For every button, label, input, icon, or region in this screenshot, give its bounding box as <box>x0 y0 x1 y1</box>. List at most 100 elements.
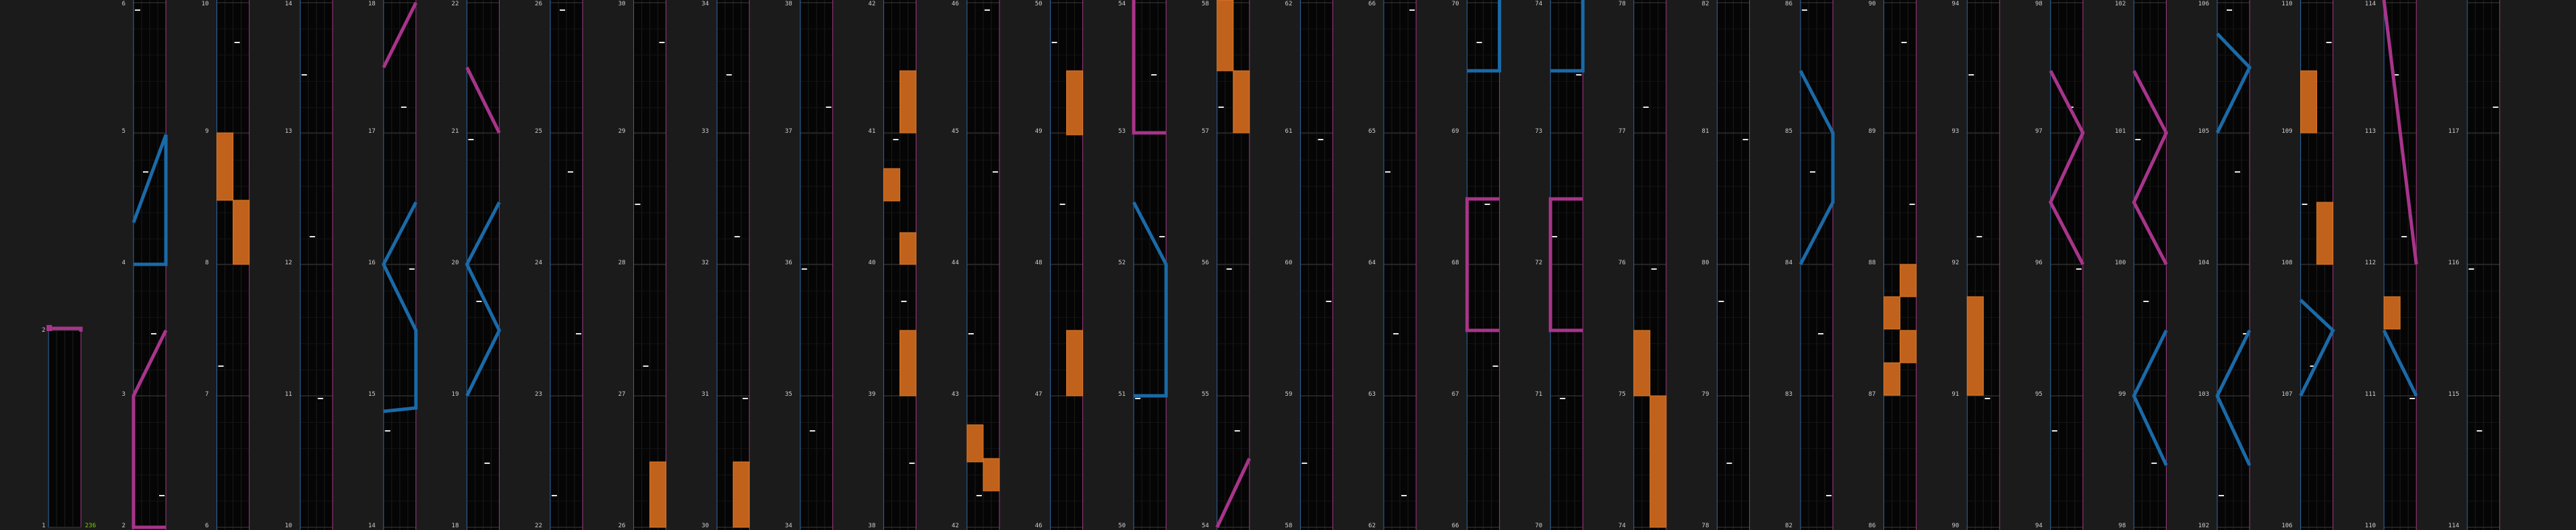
hold-block[interactable] <box>983 458 1000 492</box>
hold-path[interactable] <box>1548 197 1583 332</box>
tap-note[interactable] <box>1651 268 1657 270</box>
tap-note[interactable] <box>401 107 407 108</box>
tap-note[interactable] <box>1718 301 1724 302</box>
tap-note[interactable] <box>726 74 732 76</box>
tap-note[interactable] <box>2235 171 2240 173</box>
tap-note[interactable] <box>1985 398 1991 399</box>
tap-note[interactable] <box>1059 204 1065 205</box>
tap-note[interactable] <box>742 398 749 399</box>
tap-note[interactable] <box>901 301 907 302</box>
tap-note[interactable] <box>1818 333 1823 334</box>
hold-path[interactable] <box>2215 32 2252 134</box>
tap-note[interactable] <box>1318 139 1324 140</box>
tap-note[interactable] <box>218 365 224 367</box>
tap-note[interactable] <box>2468 268 2474 270</box>
hold-block[interactable] <box>1633 330 1651 396</box>
hold-path[interactable] <box>1465 197 1500 332</box>
hold-path[interactable] <box>2215 329 2252 467</box>
hold-block[interactable] <box>899 232 916 265</box>
hold-block[interactable] <box>649 461 667 528</box>
column-1[interactable]: 2 1 236 <box>42 325 96 529</box>
hold-block[interactable] <box>966 424 984 463</box>
tap-note[interactable] <box>2076 268 2082 270</box>
tap-note[interactable] <box>1385 171 1391 173</box>
tap-note[interactable] <box>1726 463 1732 464</box>
hold-path[interactable] <box>1550 0 1585 73</box>
hold-path[interactable] <box>381 201 418 413</box>
tap-note[interactable] <box>151 333 156 334</box>
tap-note[interactable] <box>1151 74 1157 76</box>
tap-note[interactable] <box>1476 42 1482 43</box>
tap-note[interactable] <box>1643 107 1649 108</box>
tap-note[interactable] <box>1234 430 1240 432</box>
tap-note[interactable] <box>409 268 415 270</box>
hold-block[interactable] <box>1883 296 1901 330</box>
tap-note[interactable] <box>476 301 482 302</box>
tap-note[interactable] <box>976 495 982 496</box>
tap-note[interactable] <box>2051 430 2057 432</box>
hold-path[interactable] <box>2382 329 2418 397</box>
tap-note[interactable] <box>1218 107 1224 108</box>
hold-block[interactable] <box>233 200 250 265</box>
tap-note[interactable] <box>1968 74 1974 76</box>
tap-note[interactable] <box>1560 398 1566 399</box>
tap-note[interactable] <box>1226 268 1232 270</box>
tap-note[interactable] <box>310 236 316 237</box>
hold-path[interactable] <box>2132 329 2168 467</box>
tap-note[interactable] <box>2143 301 2149 302</box>
tap-note[interactable] <box>968 333 974 334</box>
hold-path[interactable] <box>131 329 168 529</box>
tap-note[interactable] <box>2326 42 2332 43</box>
tap-note[interactable] <box>809 430 815 432</box>
hold-block[interactable] <box>1900 330 1917 363</box>
tap-note[interactable] <box>1810 171 1815 173</box>
tap-note[interactable] <box>135 9 140 11</box>
tap-note[interactable] <box>2310 365 2316 367</box>
tap-note[interactable] <box>2476 430 2482 432</box>
tap-note[interactable] <box>2492 107 2498 108</box>
hold-block[interactable] <box>1233 70 1250 134</box>
tap-note[interactable] <box>484 463 490 464</box>
hold-block[interactable] <box>732 461 750 528</box>
hold-path[interactable] <box>131 134 168 266</box>
tap-note[interactable] <box>159 495 165 496</box>
hold-block[interactable] <box>883 168 900 202</box>
tap-note[interactable] <box>1393 333 1399 334</box>
hold-block[interactable] <box>899 70 916 134</box>
hold-path[interactable] <box>1132 0 1167 135</box>
tap-note[interactable] <box>1051 42 1057 43</box>
tap-note[interactable] <box>576 333 581 334</box>
tap-note[interactable] <box>1802 9 1807 11</box>
tap-note[interactable] <box>825 107 831 108</box>
tap-note[interactable] <box>384 430 390 432</box>
tap-note[interactable] <box>1401 495 1407 496</box>
tap-note[interactable] <box>2227 9 2232 11</box>
hold-path[interactable] <box>465 66 501 134</box>
hold-block[interactable] <box>1966 296 1984 396</box>
hold-path[interactable] <box>2382 0 2418 265</box>
hold-path[interactable] <box>2299 299 2335 397</box>
tap-note[interactable] <box>993 171 998 173</box>
tap-note[interactable] <box>1977 236 1983 237</box>
hold-path[interactable] <box>1215 457 1252 529</box>
tap-note[interactable] <box>659 42 665 43</box>
tap-note[interactable] <box>1909 204 1915 205</box>
hold-path[interactable] <box>465 201 502 397</box>
tap-note[interactable] <box>2409 398 2416 399</box>
hold-block[interactable] <box>1883 362 1901 396</box>
